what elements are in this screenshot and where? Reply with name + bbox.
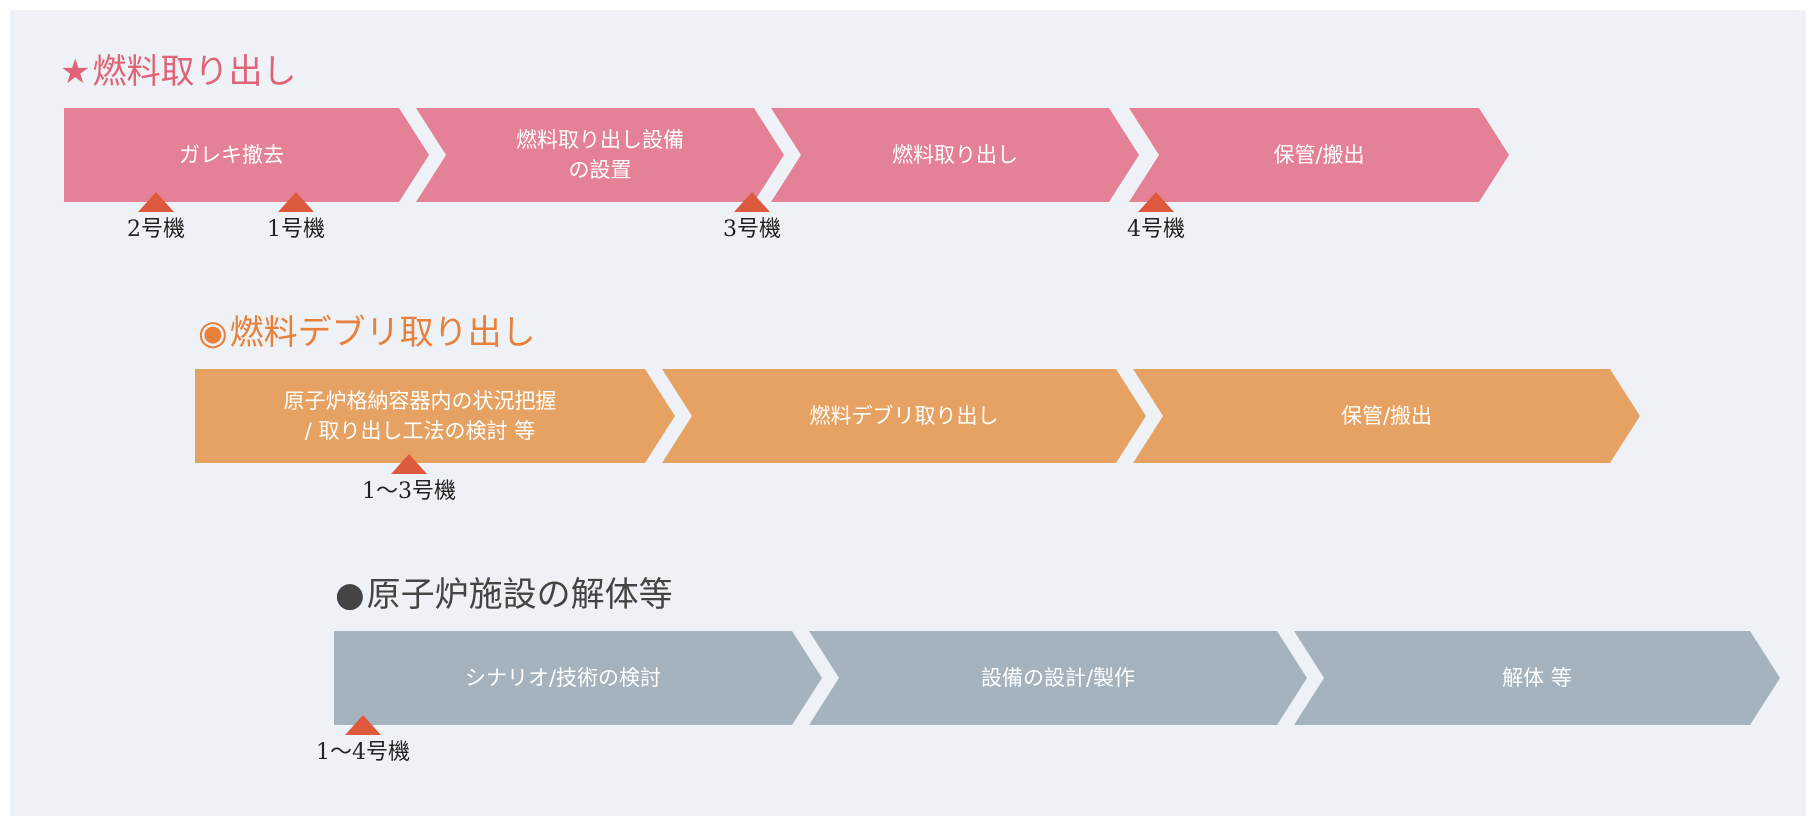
unit-label: 1～4号機 xyxy=(316,740,410,765)
unit-label: 1号機 xyxy=(267,217,325,242)
unit-marker-unit-2: 2号機 xyxy=(96,192,216,244)
triangle-marker-icon xyxy=(391,454,427,474)
fuel-removal-heading: ★燃料取り出し xyxy=(60,52,296,92)
unit-label: 3号機 xyxy=(723,217,781,242)
triangle-marker-icon xyxy=(278,192,314,212)
fuel-removal-title: 燃料取り出し xyxy=(92,52,297,92)
step-rubble-removal: ガレキ撤去 xyxy=(64,108,429,202)
triangle-marker-icon xyxy=(1138,192,1174,212)
step-install-fuel-removal-equipment: 燃料取り出し設備 の設置 xyxy=(416,108,784,202)
triangle-marker-icon xyxy=(138,192,174,212)
dismantling-title: 原子炉施設の解体等 xyxy=(366,575,673,615)
dismantling-flow: シナリオ/技術の検討 設備の設計/製作 解体 等 xyxy=(334,631,1780,725)
step-pcv-investigation: 原子炉格納容器内の状況把握 / 取り出し工法の検討 等 xyxy=(195,369,675,463)
fuel-debris-removal-flow: 原子炉格納容器内の状況把握 / 取り出し工法の検討 等 燃料デブリ取り出し 保管… xyxy=(195,369,1640,463)
step-dismantling: 解体 等 xyxy=(1294,631,1780,725)
unit-marker-unit-4: 4号機 xyxy=(1096,192,1216,244)
step-fuel-debris-removal: 燃料デブリ取り出し xyxy=(662,369,1146,463)
bullet-icon: ● xyxy=(335,575,365,615)
dismantling-heading: ●原子炉施設の解体等 xyxy=(335,575,673,615)
unit-marker-units-1-3: 1～3号機 xyxy=(349,454,469,506)
triangle-marker-icon xyxy=(345,715,381,735)
unit-label: 2号機 xyxy=(127,217,185,242)
unit-label: 1～3号機 xyxy=(362,479,456,504)
bullseye-icon: ◉ xyxy=(198,313,228,353)
fuel-debris-removal-heading: ◉燃料デブリ取り出し xyxy=(198,313,536,353)
unit-marker-unit-1: 1号機 xyxy=(236,192,356,244)
step-storage-transport: 保管/搬出 xyxy=(1129,108,1509,202)
step-equipment-design-manufacture: 設備の設計/製作 xyxy=(809,631,1307,725)
unit-label: 4号機 xyxy=(1127,217,1185,242)
step-fuel-removal: 燃料取り出し xyxy=(771,108,1139,202)
step-storage-transport: 保管/搬出 xyxy=(1133,369,1640,463)
fuel-debris-removal-title: 燃料デブリ取り出し xyxy=(229,313,536,353)
star-icon: ★ xyxy=(60,52,91,92)
triangle-marker-icon xyxy=(734,192,770,212)
step-scenario-technology-study: シナリオ/技術の検討 xyxy=(334,631,822,725)
unit-marker-units-1-4: 1～4号機 xyxy=(303,715,423,767)
unit-marker-unit-3: 3号機 xyxy=(692,192,812,244)
roadmap-panel: ★燃料取り出し ガレキ撤去 燃料取り出し設備 の設置 燃料取り出し 保管/搬出 … xyxy=(10,10,1806,816)
fuel-removal-flow: ガレキ撤去 燃料取り出し設備 の設置 燃料取り出し 保管/搬出 xyxy=(64,108,1509,202)
